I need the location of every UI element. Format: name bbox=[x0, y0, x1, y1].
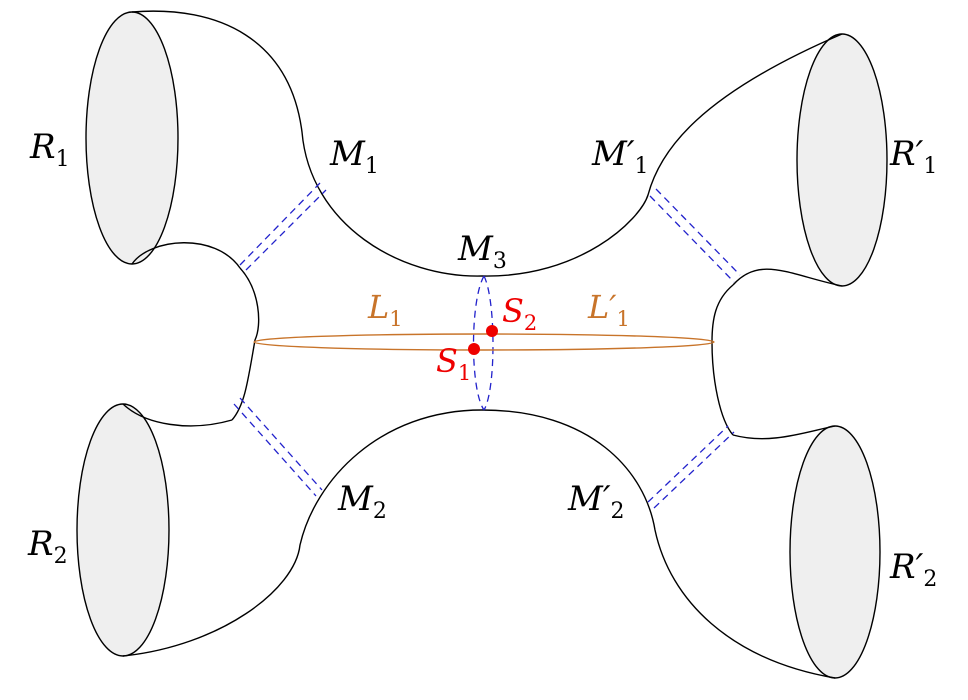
label-lp1: L′1 bbox=[587, 288, 630, 331]
tube-upper-right-inner bbox=[732, 268, 843, 287]
svg-text:M1: M1 bbox=[329, 134, 379, 179]
label-rp1: R′1 bbox=[889, 134, 937, 179]
tube-upper-left-inner bbox=[131, 242, 241, 269]
label-r1: R1 bbox=[29, 127, 70, 172]
svg-text:R1: R1 bbox=[29, 127, 70, 172]
tube-lower-right-inner bbox=[732, 425, 836, 440]
tube-upper-right-outer bbox=[481, 33, 843, 277]
svg-text:M′1: M′1 bbox=[591, 134, 649, 179]
label-s2: S2 bbox=[502, 292, 537, 335]
point-s1 bbox=[468, 343, 480, 355]
boundary-disk-rp2 bbox=[789, 425, 881, 679]
tube-lower-right-outer bbox=[481, 409, 836, 679]
label-rp2: R′2 bbox=[889, 547, 937, 592]
point-s2 bbox=[486, 325, 498, 337]
svg-text:S1: S1 bbox=[436, 342, 471, 385]
label-m1: M1 bbox=[329, 134, 379, 179]
cut-m1 bbox=[239, 182, 327, 271]
label-mp2: M′2 bbox=[567, 479, 625, 524]
cut-mp1 bbox=[649, 188, 741, 283]
tube-lower-left-outer bbox=[122, 409, 483, 657]
svg-text:M3: M3 bbox=[457, 229, 507, 274]
svg-text:L′1: L′1 bbox=[587, 288, 630, 331]
cut-mp2 bbox=[647, 425, 735, 509]
svg-text:R′1: R′1 bbox=[889, 134, 937, 179]
loop-l1 bbox=[253, 333, 715, 351]
svg-text:S2: S2 bbox=[502, 292, 537, 335]
boundary-disk-r2 bbox=[76, 403, 170, 657]
label-l1: L1 bbox=[367, 288, 403, 331]
cut-m2 bbox=[233, 397, 323, 497]
label-m3: M3 bbox=[457, 229, 507, 274]
svg-text:R′2: R′2 bbox=[889, 547, 937, 592]
boundary-disk-r1 bbox=[85, 11, 179, 265]
label-mp1: M′1 bbox=[591, 134, 649, 179]
svg-text:R2: R2 bbox=[27, 524, 68, 569]
tube-lower-left-inner bbox=[122, 403, 233, 427]
waist-right bbox=[711, 284, 734, 436]
svg-text:M2: M2 bbox=[337, 479, 387, 524]
tube-upper-left-outer bbox=[131, 10, 483, 277]
label-r2: R2 bbox=[27, 524, 68, 569]
boundary-disk-rp1 bbox=[796, 33, 888, 287]
svg-text:L1: L1 bbox=[367, 288, 403, 331]
label-m2: M2 bbox=[337, 479, 387, 524]
label-s1: S1 bbox=[436, 342, 471, 385]
svg-text:M′2: M′2 bbox=[567, 479, 625, 524]
cut-m3 bbox=[472, 275, 494, 411]
waist-left bbox=[231, 267, 260, 421]
